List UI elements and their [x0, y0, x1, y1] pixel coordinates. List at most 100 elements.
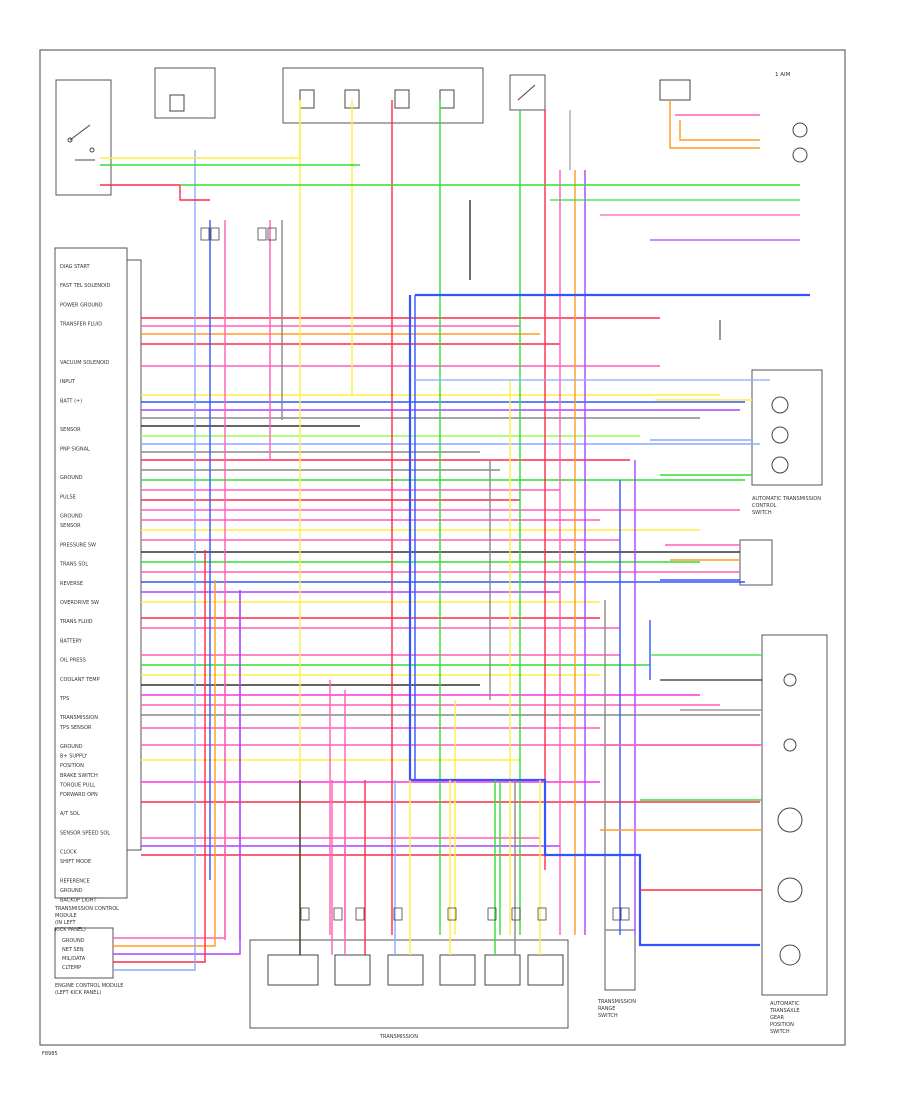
- tcm-pin-label: PRESSURE SW: [60, 542, 96, 548]
- right-switch-4: SWITCH: [770, 1029, 790, 1035]
- tcm-pin-label: DIAG START: [60, 264, 90, 270]
- top-right-label: 1 AIM: [775, 72, 791, 78]
- tcm-pin-label: PULSE: [60, 494, 76, 500]
- tcm-pin-label: A/T SOL: [60, 811, 80, 817]
- main-relay: [55, 79, 112, 196]
- connector-stub: [210, 227, 220, 241]
- wire: [113, 590, 241, 955]
- connector-stubs: [200, 227, 630, 921]
- tcm-label-3: KICK PANEL): [55, 927, 86, 933]
- connector-stub: [200, 227, 210, 241]
- right-switch-3: POSITION: [770, 1022, 794, 1028]
- wire: [669, 100, 760, 149]
- tcm-pin-labels: DIAG START FAST TEL SOLENOID POWER GROUND T…: [59, 264, 110, 904]
- wire-harness: [100, 100, 810, 971]
- diagram-frame: [39, 49, 846, 1046]
- speed-sensor: [739, 539, 773, 586]
- connector-stub: [537, 907, 547, 921]
- right-switch-2: GEAR: [770, 1015, 784, 1021]
- tcm-pin-label: SENSOR: [60, 523, 81, 529]
- tcm-pin-label: POWER GROUND: [60, 302, 103, 308]
- connector-stub: [447, 907, 457, 921]
- tcm-pin-label: TORQUE PULL: [59, 782, 95, 788]
- ecm-box: [54, 927, 114, 979]
- tcm-pin-label: GROUND: [60, 475, 83, 481]
- connector-stub: [355, 907, 365, 921]
- fuse-block-1: [154, 67, 216, 119]
- connector-stub: [300, 907, 310, 921]
- tcm-pin-label: FAST TEL SOLENOID: [60, 283, 110, 289]
- tcm-pin-label: SENSOR SPEED SOL: [60, 830, 110, 836]
- connector-stub: [257, 227, 267, 241]
- connector-stub: [267, 227, 277, 241]
- tcm-pin-label: OVERDRIVE SW: [60, 600, 99, 606]
- atcc-2: SWITCH: [752, 510, 772, 516]
- ecm-pin-2: MIL/DATA: [62, 956, 86, 962]
- connector-stub: [487, 907, 497, 921]
- wire: [113, 550, 206, 963]
- tcm-label-1: MODULE: [55, 913, 77, 919]
- connector-stub: [333, 907, 343, 921]
- ecm-pin-1: NET SEN: [62, 947, 84, 953]
- wire: [113, 580, 216, 947]
- ecm-label-1: (LEFT KICK PANEL): [55, 990, 101, 996]
- tcm-pin-label: FORWARD OPN: [60, 792, 98, 798]
- tcm-pin-label: VACUUM SOLENOID: [60, 360, 109, 366]
- wire: [113, 600, 226, 939]
- right-switch-1: TRANSAXLE: [769, 1008, 800, 1014]
- connector-stub: [511, 907, 521, 921]
- tcm-pin-label: B+ SUPPLY: [60, 754, 88, 760]
- tcm-pin-label: BACKUP LIGHT: [60, 898, 98, 904]
- ecm-pin-0: GROUND: [62, 938, 85, 944]
- connector-stub: [620, 907, 630, 921]
- right-switch-0: AUTOMATIC: [770, 1001, 800, 1007]
- atcc-0: AUTOMATIC TRANSMISSION: [752, 496, 821, 502]
- tcm-pin-label: GROUND: [60, 888, 83, 894]
- tcm-pin-label: CLOCK: [60, 850, 78, 856]
- ecm-pin-3: CLTEMP: [62, 965, 81, 971]
- tcm-pin-label: OIL PRESS: [60, 658, 86, 664]
- tcm-pin-label: TRANSMISSION: [59, 715, 98, 721]
- at-control-switch: [751, 369, 823, 486]
- footer-code: F8985: [42, 1051, 58, 1057]
- tcm-pin-label: SENSOR: [60, 427, 81, 433]
- tcm-pin-label: TRANSFER FLUID: [59, 322, 102, 328]
- atcc-1: CONTROL: [752, 503, 777, 509]
- tcm-pin-label: BATT (+): [60, 398, 82, 404]
- upper-right-sensor: [659, 79, 808, 163]
- tcm-pin-label: BRAKE SWITCH: [60, 773, 98, 779]
- transmission-label: TRANSMISSION: [379, 1034, 418, 1040]
- tcm-pin-label: COOLANT TEMP: [60, 677, 100, 683]
- tcm-connector: [54, 247, 142, 899]
- tcm-pin-label: BATTERY: [60, 638, 83, 644]
- trans-range-1: RANGE: [598, 1006, 615, 1012]
- tcm-pin-label: TRANS SOL: [59, 562, 88, 568]
- connector-stub: [393, 907, 403, 921]
- brake-switch: [509, 74, 546, 111]
- tcm-pin-label: SHIFT MODE: [60, 859, 91, 865]
- trans-range-0: TRANSMISSION: [597, 999, 636, 1005]
- wire: [100, 100, 301, 159]
- tcm-pin-label: POSITION: [60, 763, 84, 769]
- tcm-pin-label: TRANS FLUID: [59, 619, 93, 625]
- wire: [679, 120, 760, 141]
- tcm-pin-label: PNP SIGNAL: [60, 446, 90, 452]
- wire: [113, 430, 196, 971]
- tcm-label-0: TRANSMISSION CONTROL: [54, 906, 119, 912]
- tcm-pin-label: REVERSE: [60, 581, 83, 587]
- tcm-pin-label: INPUT: [60, 379, 76, 385]
- tcm-pin-label: REFERENCE: [60, 878, 90, 884]
- transmission-box: [249, 939, 569, 1029]
- fuse-block-2: [282, 67, 484, 124]
- tcm-pin-label: GROUND: [60, 744, 83, 750]
- ecm-label-0: ENGINE CONTROL MODULE: [55, 983, 123, 989]
- tcm-pin-label: TPS SENSOR: [59, 725, 92, 731]
- tcm-pin-label: TPS: [59, 696, 69, 702]
- trans-range-switch: [604, 929, 636, 991]
- tcm-pin-label: GROUND: [60, 514, 83, 520]
- wire: [100, 184, 210, 201]
- tcm-label-2: (IN LEFT: [55, 920, 76, 926]
- trans-range-2: SWITCH: [598, 1013, 618, 1019]
- gear-position-switch: [761, 634, 828, 996]
